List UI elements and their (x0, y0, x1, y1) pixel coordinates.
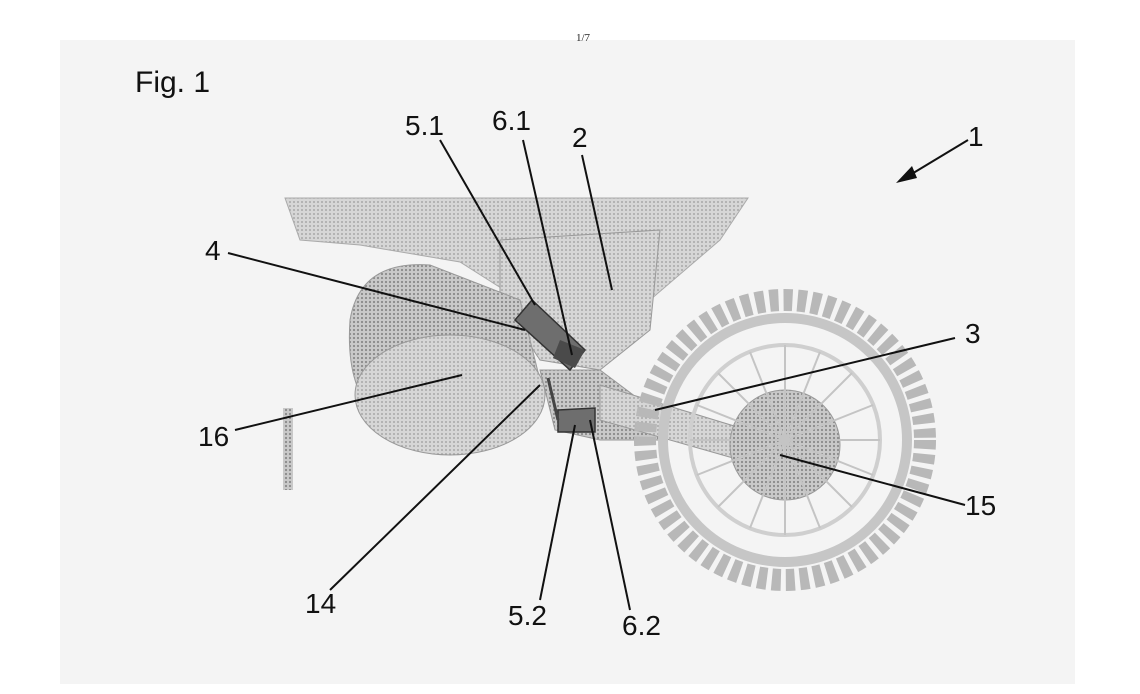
linkage-line (546, 377, 560, 421)
label-ref-6-2: 6.2 (622, 610, 661, 641)
overall-arrow-line (904, 139, 969, 179)
rear-wheel (634, 289, 936, 591)
label-ref-3: 3 (965, 318, 981, 349)
figure-title: Fig. 1 (135, 66, 211, 99)
page-marker: 1/7 (576, 32, 591, 44)
lower-component (557, 407, 596, 433)
label-ref-15: 15 (965, 490, 997, 521)
label-ref-14: 14 (305, 588, 337, 619)
label-ref-5-2: 5.2 (508, 600, 547, 631)
label-ref-6-1: 6.1 (492, 105, 531, 136)
leader-lines (227, 139, 966, 611)
footpeg-edge (283, 408, 293, 490)
label-ref-5-1: 5.1 (405, 110, 444, 141)
label-ref-16: 16 (198, 421, 230, 452)
overall-arrow-head (896, 166, 917, 183)
engine-cover (354, 334, 546, 456)
upper-component-detail (553, 340, 585, 368)
label-ref-2: 2 (572, 122, 588, 153)
label-ref-1: 1 (968, 121, 984, 152)
label-ref-4: 4 (205, 235, 221, 266)
